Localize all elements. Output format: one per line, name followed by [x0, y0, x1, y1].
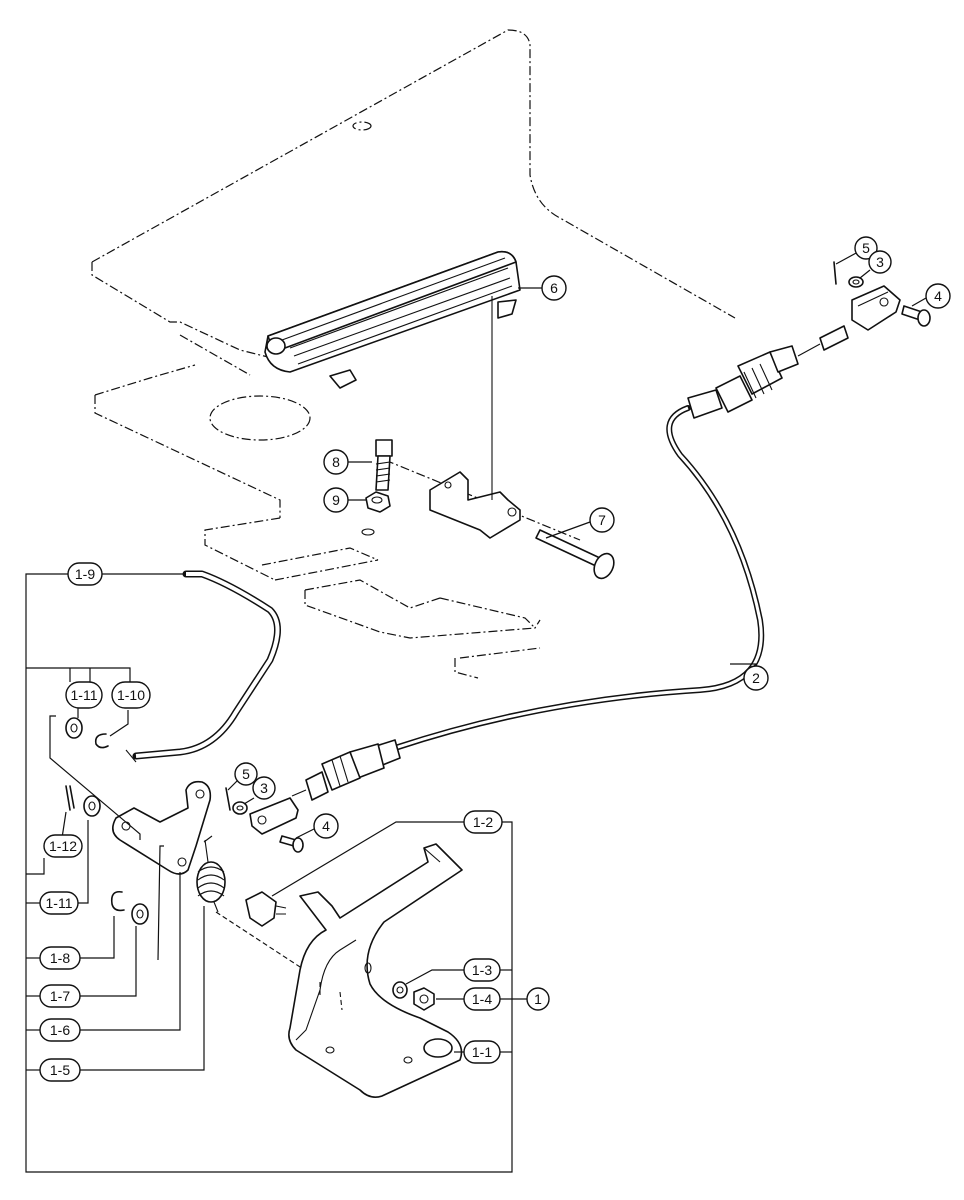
callout-1-4: 1-4 — [463, 987, 501, 1011]
callout-1-8: 1-8 — [39, 946, 81, 970]
svg-text:1-2: 1-2 — [473, 814, 493, 830]
svg-text:1-8: 1-8 — [50, 950, 70, 966]
lower-clevis-bolt — [279, 835, 304, 853]
callout-1-9: 1-9 — [67, 562, 103, 586]
upper-clevis-bolt — [901, 305, 931, 327]
svg-text:3: 3 — [876, 254, 884, 270]
svg-text:4: 4 — [322, 818, 330, 834]
callout-1-5: 1-5 — [39, 1058, 81, 1082]
callout-1-6: 1-6 — [39, 1018, 81, 1042]
svg-text:8: 8 — [332, 454, 340, 470]
svg-text:1-4: 1-4 — [472, 991, 492, 1007]
upper-cotter-pin — [833, 261, 837, 285]
callout-5-lower: 5 — [234, 762, 258, 786]
callout-2: 2 — [743, 665, 769, 691]
callout-1-1: 1-1 — [463, 1040, 501, 1064]
svg-text:1-10: 1-10 — [117, 687, 145, 703]
washer-1-11-upper — [65, 717, 83, 739]
upper-washer — [848, 276, 864, 288]
callout-1-11-top: 1-11 — [65, 681, 103, 709]
callout-8: 8 — [323, 449, 349, 475]
callout-1-2: 1-2 — [463, 810, 503, 834]
floor-plate-outline — [91, 29, 736, 679]
svg-text:1-11: 1-11 — [71, 687, 98, 703]
callout-3-lower: 3 — [252, 776, 276, 800]
svg-text:1-1: 1-1 — [472, 1044, 492, 1060]
svg-text:3: 3 — [260, 780, 268, 796]
callout-1-11-left: 1-11 — [39, 891, 79, 915]
pedal-hinge-bracket — [429, 296, 521, 539]
svg-text:1: 1 — [534, 991, 542, 1007]
hinge-pin — [535, 529, 615, 580]
bracket-nut-1-4 — [413, 987, 435, 1011]
svg-text:1-3: 1-3 — [472, 962, 492, 978]
svg-text:1-7: 1-7 — [50, 988, 70, 1004]
bracket-washer-1-3 — [392, 981, 408, 999]
stop-bolt — [245, 891, 287, 927]
callout-1-7: 1-7 — [39, 984, 81, 1008]
callout-5-upper: 5 — [854, 236, 878, 260]
linkage-rod — [125, 570, 281, 763]
svg-text:1-12: 1-12 — [49, 838, 77, 854]
lower-cable-clevis — [249, 797, 299, 835]
callout-1: 1 — [526, 987, 550, 1011]
svg-text:6: 6 — [550, 280, 558, 296]
svg-text:2: 2 — [752, 670, 760, 686]
leader-lines — [25, 251, 927, 1173]
washer-1-11-lower — [83, 795, 101, 817]
mounting-bracket — [288, 843, 463, 1098]
lower-cotter-pin — [225, 787, 231, 811]
callout-3-upper: 3 — [868, 250, 892, 274]
callout-6: 6 — [541, 275, 567, 301]
pedal-lever-arm — [112, 780, 212, 875]
bolt — [375, 439, 393, 491]
e-clip-1-10 — [94, 733, 109, 749]
svg-text:9: 9 — [332, 492, 340, 508]
callout-4-lower: 4 — [313, 813, 339, 839]
callout-9: 9 — [323, 487, 349, 513]
callout-7: 7 — [589, 507, 615, 533]
throttle-cable — [291, 325, 849, 801]
svg-text:1-6: 1-6 — [50, 1022, 70, 1038]
callout-1-10: 1-10 — [111, 681, 151, 709]
callout-4-upper: 4 — [925, 283, 951, 309]
svg-text:1-9: 1-9 — [75, 566, 95, 582]
upper-cable-clevis — [851, 285, 901, 331]
callout-1-12: 1-12 — [43, 834, 83, 858]
svg-text:5: 5 — [242, 766, 250, 782]
return-spring — [196, 835, 226, 913]
svg-text:1-5: 1-5 — [50, 1062, 70, 1078]
svg-text:1-11: 1-11 — [46, 895, 73, 911]
lower-washer — [232, 801, 248, 815]
svg-text:5: 5 — [862, 240, 870, 256]
e-clip-1-8 — [110, 890, 125, 912]
svg-text:7: 7 — [598, 512, 606, 528]
hex-nut — [365, 491, 391, 513]
callout-1-3: 1-3 — [463, 958, 501, 982]
svg-text:4: 4 — [934, 288, 942, 304]
split-pin-1-12 — [65, 785, 75, 811]
washer-1-7 — [131, 903, 149, 925]
accelerator-pedal-pad — [264, 250, 521, 389]
